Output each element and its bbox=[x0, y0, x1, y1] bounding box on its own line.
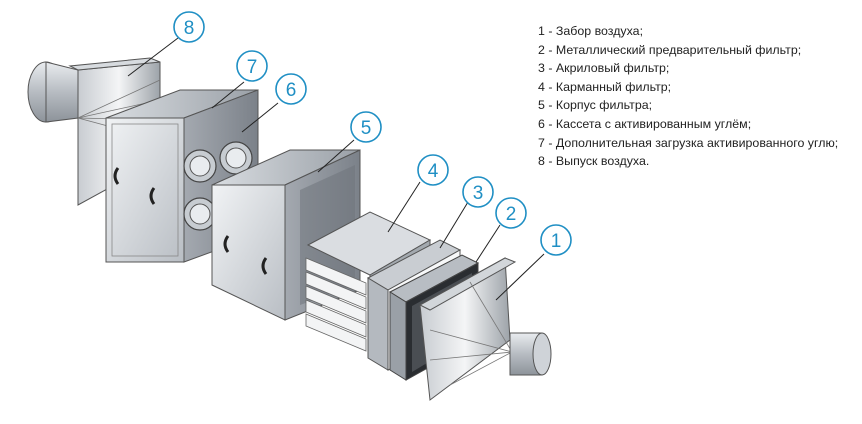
svg-text:5: 5 bbox=[361, 118, 372, 139]
legend-item: 1 - Забор воздуха; bbox=[538, 24, 644, 38]
callout-6: 6 bbox=[275, 73, 307, 105]
component-legend: 1 - Забор воздуха; 2 - Металлический пре… bbox=[538, 22, 856, 171]
svg-text:7: 7 bbox=[247, 57, 258, 78]
legend-item: 2 - Металлический предварительный фильтр… bbox=[538, 42, 802, 57]
callout-5: 5 bbox=[350, 111, 382, 143]
callout-leaders bbox=[127, 37, 545, 301]
legend-item: 4 - Карманный фильтр; bbox=[538, 79, 672, 94]
legend-item: 6 - Кассета с активированным углём; bbox=[538, 116, 752, 131]
legend-item: 7 - Дополнительная загрузка активированн… bbox=[538, 135, 839, 150]
callout-1: 1 bbox=[540, 224, 572, 256]
svg-text:4: 4 bbox=[428, 161, 439, 182]
svg-text:2: 2 bbox=[506, 204, 517, 225]
callout-8: 8 bbox=[173, 11, 205, 43]
svg-text:8: 8 bbox=[184, 18, 195, 39]
svg-text:1: 1 bbox=[551, 231, 562, 252]
carbon-cassette bbox=[183, 141, 253, 231]
callout-4: 4 bbox=[417, 154, 449, 186]
callout-3: 3 bbox=[462, 176, 494, 208]
legend-item: 3 - Акриловый фильтр; bbox=[538, 61, 670, 76]
intake-hood bbox=[418, 257, 552, 401]
rear-housing-box bbox=[105, 89, 259, 263]
legend-item: 8 - Выпуск воздуха. bbox=[538, 154, 650, 169]
callout-2: 2 bbox=[495, 197, 527, 229]
callout-7: 7 bbox=[236, 50, 268, 82]
svg-text:3: 3 bbox=[473, 183, 484, 204]
svg-text:6: 6 bbox=[286, 80, 297, 101]
legend-item: 5 - Корпус фильтра; bbox=[538, 98, 653, 113]
